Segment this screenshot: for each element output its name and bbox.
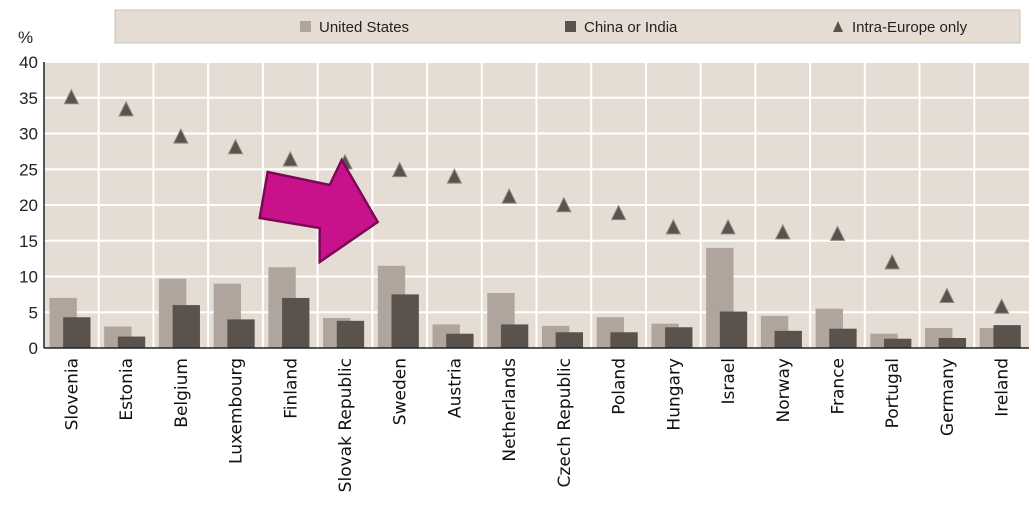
x-tick-label: France — [828, 358, 848, 415]
bar-china-or-india — [610, 332, 638, 348]
bar-china-or-india — [172, 305, 200, 348]
x-tick-label: Germany — [938, 358, 958, 436]
legend-label: United States — [319, 19, 409, 36]
y-tick-label: 5 — [29, 303, 38, 322]
point-intra-europe — [391, 161, 408, 178]
bar-china-or-india — [665, 327, 693, 348]
bar-china-or-india — [391, 294, 419, 348]
point-intra-europe — [172, 127, 189, 144]
bar-china-or-india — [500, 324, 529, 348]
legend-marker-triangle — [833, 21, 843, 32]
bar-china-or-india — [555, 332, 584, 348]
annotation-arrow — [258, 157, 380, 265]
legend-marker-dark — [565, 21, 576, 32]
bar-china-or-india — [336, 320, 365, 348]
legend-label: China or India — [584, 19, 678, 36]
legend-marker-light — [300, 21, 311, 32]
point-intra-europe — [884, 253, 901, 270]
bar-china-or-india — [774, 330, 802, 348]
x-tick-label: Czech Republic — [555, 358, 575, 487]
y-tick-label: 20 — [19, 196, 38, 215]
point-intra-europe — [282, 150, 299, 167]
point-intra-europe — [446, 167, 463, 184]
bar-china-or-india — [883, 338, 912, 348]
x-tick-label: Netherlands — [500, 358, 520, 462]
x-tick-label: Portugal — [883, 358, 903, 428]
point-intra-europe — [774, 223, 791, 240]
bar-china-or-india — [719, 311, 748, 348]
y-tick-label: 10 — [19, 268, 38, 287]
y-tick-label: 40 — [19, 53, 38, 72]
point-intra-europe — [118, 100, 134, 117]
point-intra-europe — [227, 138, 244, 155]
x-tick-label: Israel — [719, 358, 739, 404]
bar-china-or-india — [446, 333, 474, 348]
x-tick-label: Sweden — [391, 358, 411, 425]
point-intra-europe — [720, 218, 736, 235]
point-intra-europe — [501, 188, 517, 204]
point-intra-europe — [610, 204, 627, 221]
bar-china-or-india — [282, 297, 310, 348]
legend: United States China or India Intra-Europe … — [114, 9, 1021, 44]
point-intra-europe — [993, 298, 1010, 314]
point-intra-europe — [665, 218, 682, 235]
y-tick-label: 15 — [19, 232, 38, 251]
bar-china-or-india — [829, 328, 857, 348]
y-axis-unit-label: % — [18, 28, 33, 47]
x-tick-label: Belgium — [172, 358, 192, 428]
x-tick-label: Hungary — [664, 358, 684, 431]
y-tick-label: 30 — [19, 125, 38, 144]
x-tick-label: Estonia — [117, 358, 137, 421]
point-intra-europe — [939, 287, 955, 304]
bar-china-or-india — [938, 337, 967, 348]
point-intra-europe — [556, 196, 572, 213]
x-tick-label: Norway — [774, 358, 794, 423]
x-tick-label: Ireland — [993, 358, 1013, 417]
y-tick-label: 35 — [19, 89, 38, 108]
bar-china-or-india — [63, 317, 91, 348]
x-tick-label: Luxembourg — [227, 358, 247, 464]
y-tick-label: 25 — [19, 160, 38, 179]
x-tick-label: Finland — [281, 358, 301, 419]
x-tick-label: Austria — [445, 358, 465, 418]
y-tick-label: 0 — [29, 339, 38, 358]
arrow-shape — [258, 157, 380, 265]
point-intra-europe — [63, 88, 80, 105]
x-tick-label: Slovak Republic — [336, 358, 356, 492]
point-intra-europe — [829, 225, 846, 241]
x-tick-label: Poland — [610, 358, 630, 415]
bar-china-or-india — [227, 319, 255, 348]
legend-label: Intra-Europe only — [852, 19, 968, 36]
x-tick-label: Slovenia — [62, 358, 82, 430]
bar-china-or-india — [117, 336, 146, 348]
bar-china-or-india — [993, 325, 1021, 348]
